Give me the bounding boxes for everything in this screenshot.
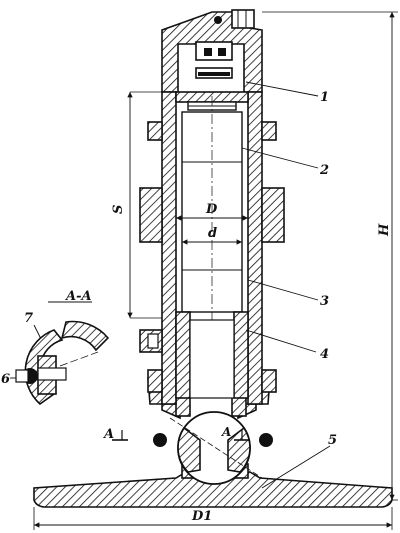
plunger	[175, 96, 249, 399]
dimension-lines	[33, 11, 398, 530]
dimension-label-s: S	[111, 205, 126, 214]
callout-7: 7	[24, 311, 33, 326]
side-lugs	[139, 121, 285, 393]
dimension-label-h: H	[377, 223, 392, 237]
callout-6: 6	[1, 372, 10, 387]
leader-lines	[10, 81, 331, 489]
dimension-label-d-large: D	[205, 202, 218, 217]
ball-joint	[153, 411, 273, 485]
callout-1: 1	[320, 90, 329, 105]
section-marker-left: A	[102, 427, 114, 442]
callout-3: 3	[320, 294, 329, 309]
dimension-label-d1: D1	[191, 509, 212, 524]
callout-2: 2	[319, 163, 329, 178]
section-a-a-detail	[15, 320, 110, 406]
callout-5: 5	[328, 433, 337, 448]
section-marker-center: A	[221, 425, 231, 439]
outer-cylinder	[161, 9, 263, 405]
callout-4: 4	[320, 347, 329, 362]
section-title: A-A	[64, 289, 92, 304]
dimension-label-d-small: d	[208, 226, 217, 241]
